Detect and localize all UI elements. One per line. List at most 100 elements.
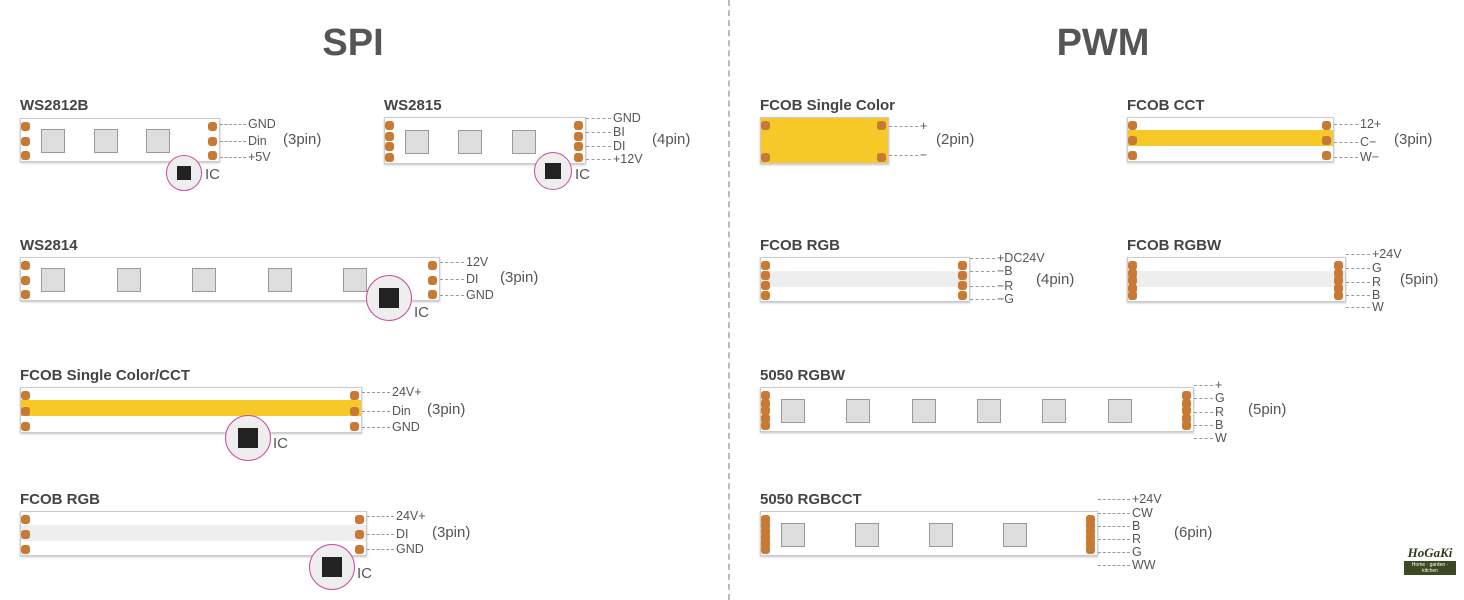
ic-chip-icon (238, 428, 258, 448)
solder-pad (208, 136, 217, 146)
solder-pad (21, 422, 30, 431)
solder-pad (1322, 151, 1331, 160)
pin-label: Din (248, 134, 267, 148)
fcob-rgb-spi-strip (20, 511, 367, 556)
led-chip (41, 268, 65, 292)
solder-pad (385, 153, 394, 162)
pin-label: G (1132, 545, 1142, 559)
solder-pad (1128, 136, 1137, 145)
pin-label: + (920, 119, 928, 133)
solder-pad (574, 153, 583, 162)
ic-magnifier (534, 152, 572, 190)
solder-pad (958, 291, 967, 300)
led-chip (977, 398, 1001, 423)
pin-leader-line (586, 118, 611, 119)
pin-leader-line (1334, 142, 1358, 143)
fcob-rgbw-pin-count: (5pin) (1400, 271, 1439, 288)
cob-band (1128, 271, 1345, 287)
solder-pad (761, 515, 770, 524)
solder-pad (1182, 421, 1191, 430)
pin-label: + (1215, 378, 1223, 392)
pin-label: +5V (248, 150, 271, 164)
ic-label: IC (273, 435, 288, 452)
solder-pad (1182, 391, 1191, 400)
ws2812b-title: WS2812B (20, 97, 89, 114)
solder-pad (761, 398, 770, 408)
solder-pad (1128, 261, 1137, 270)
solder-pad (761, 291, 770, 300)
solder-pad (21, 136, 30, 146)
fcob-single-strip (760, 117, 889, 164)
solder-pad (21, 275, 30, 285)
pin-label: −B (997, 264, 1013, 278)
pin-leader-line (1098, 526, 1130, 527)
led-chip (93, 129, 118, 153)
solder-pad (761, 539, 770, 548)
led-chip (405, 129, 429, 154)
ws2815-pin-count: (4pin) (652, 131, 691, 148)
fcob-rgbw-strip (1127, 257, 1346, 302)
pin-label: −R (997, 279, 1014, 293)
solder-pad (1322, 136, 1331, 145)
pin-label: GND (396, 542, 424, 556)
led-chip (41, 129, 65, 153)
solder-pad (21, 151, 30, 160)
ic-label: IC (575, 166, 590, 183)
led-chip (1107, 398, 1132, 423)
pin-leader-line (1346, 295, 1370, 296)
led-chip (929, 522, 953, 547)
fcob-single-cct-strip (20, 387, 362, 433)
cob-band (1128, 130, 1333, 146)
ic-chip-icon (545, 163, 561, 179)
ws2814-title: WS2814 (20, 237, 78, 254)
solder-pad (1182, 413, 1191, 423)
fcob-cct-title: FCOB CCT (1127, 97, 1205, 114)
pin-label: W (1372, 300, 1384, 314)
solder-pad (761, 121, 770, 130)
pin-label: GND (613, 111, 641, 125)
solder-pad (761, 421, 770, 430)
pin-label: W− (1360, 150, 1380, 164)
fcob-single-pin-count: (2pin) (936, 131, 975, 148)
solder-pad (1128, 121, 1137, 130)
pin-label: GND (248, 117, 276, 131)
fcob-rgb-pin-count: (4pin) (1036, 271, 1075, 288)
solder-pad (1128, 276, 1137, 285)
pin-leader-line (1334, 124, 1358, 125)
solder-pad (21, 391, 30, 400)
solder-pad (574, 131, 583, 141)
pin-leader-line (889, 126, 918, 127)
led-chip (846, 398, 871, 423)
solder-pad (877, 153, 886, 162)
solder-pad (761, 533, 770, 542)
solder-pad (208, 151, 217, 160)
led-chip (146, 129, 171, 153)
pin-leader-line (586, 159, 611, 160)
pin-label: − (920, 148, 928, 162)
fcob-cct-strip (1127, 117, 1334, 162)
solder-pad (761, 527, 770, 536)
led-chip (781, 398, 805, 423)
pin-leader-line (367, 516, 394, 517)
pin-leader-line (1098, 552, 1130, 553)
5050-rgbcct-strip (760, 511, 1098, 556)
ic-magnifier (366, 275, 412, 321)
solder-pad (761, 391, 770, 400)
pin-label: R (1372, 275, 1382, 289)
pin-label: C− (1360, 135, 1377, 149)
solder-pad (350, 422, 359, 431)
solder-pad (428, 275, 437, 285)
solder-pad (958, 261, 967, 270)
pin-leader-line (367, 534, 394, 535)
5050-rgbcct-title: 5050 RGBCCT (760, 491, 862, 508)
ic-magnifier (309, 544, 355, 590)
solder-pad (958, 281, 967, 290)
solder-pad (21, 545, 30, 554)
pin-label: R (1132, 532, 1142, 546)
pin-label: B (1372, 288, 1381, 302)
pin-leader-line (889, 155, 918, 156)
pin-label: R (1215, 405, 1225, 419)
5050-rgbw-strip (760, 387, 1194, 432)
fcob-rgbw-title: FCOB RGBW (1127, 237, 1222, 254)
solder-pad (1322, 121, 1331, 130)
